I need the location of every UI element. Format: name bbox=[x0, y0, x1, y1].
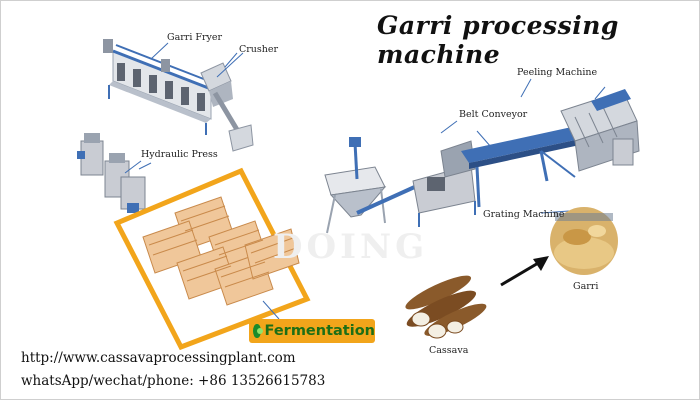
sun-icon bbox=[253, 324, 263, 338]
screw-conveyor-illustration bbox=[324, 137, 420, 234]
footer-url: http://www.cassavaprocessingplant.com bbox=[21, 350, 296, 366]
label-peeling-machine: Peeling Machine bbox=[517, 67, 598, 78]
page-title: Garri processing machine bbox=[377, 11, 619, 69]
label-grating-machine: Grating Machine bbox=[483, 209, 565, 220]
garri-photo bbox=[550, 207, 618, 275]
fermentation-racks-illustration bbox=[113, 167, 311, 351]
hydraulic-press-illustration bbox=[77, 133, 152, 213]
process-arrow bbox=[500, 256, 549, 287]
label-cassava: Cassava bbox=[429, 345, 469, 356]
belt-conveyor-illustration bbox=[461, 125, 589, 208]
cassava-photo bbox=[405, 269, 487, 345]
label-belt-conveyor: Belt Conveyor bbox=[459, 109, 528, 120]
crusher-illustration bbox=[200, 52, 254, 152]
label-garri: Garri bbox=[573, 281, 599, 292]
watermark: DOING bbox=[273, 227, 429, 267]
label-hydraulic-press: Hydraulic Press bbox=[141, 149, 218, 160]
label-leader-lines bbox=[124, 42, 532, 174]
footer-contact: whatsApp/wechat/phone: +86 13526615783 bbox=[21, 373, 326, 389]
label-garri-fryer: Garri Fryer bbox=[167, 32, 223, 43]
garri-fryer-illustration bbox=[103, 39, 215, 135]
fermentation-badge: Fermentation bbox=[249, 319, 375, 343]
peeling-machine-illustration bbox=[560, 86, 640, 172]
fermentation-label: Fermentation bbox=[264, 323, 375, 339]
label-crusher: Crusher bbox=[239, 44, 279, 55]
